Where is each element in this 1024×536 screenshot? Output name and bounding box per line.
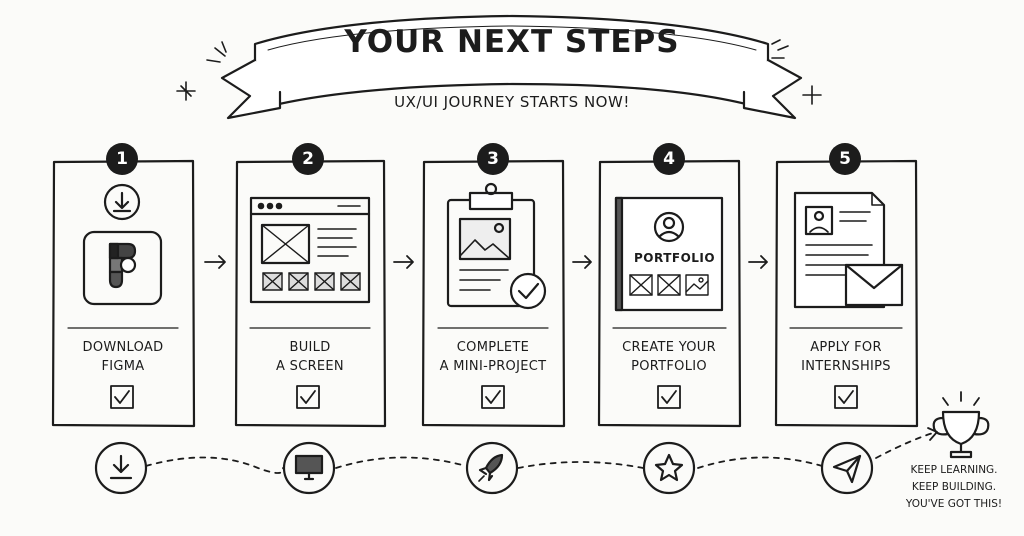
download-icon [103,183,141,221]
step-5-label-line1: APPLY FOR [810,340,882,355]
checkbox-icons [110,385,858,409]
resume-envelope-icon [793,191,904,309]
clipboard-check-icon [446,182,547,310]
bottom-rocket-icon [465,441,519,495]
closing-line-2: KEEP BUILDING. [911,481,997,493]
step-4-card [597,159,742,428]
step-4-badge: 4 [663,149,675,169]
portfolio-book-label: PORTFOLIO [634,251,716,265]
step-2-card [234,159,387,428]
step-3-label-line1: COMPLETE [456,340,530,355]
step-2-label: BUILD A SCREEN [240,338,380,376]
title-banner [220,14,803,120]
step-5-label-line2: INTERNSHIPS [801,359,891,374]
step-4-label-line2: PORTFOLIO [631,359,707,374]
bottom-star-icon [642,441,696,495]
step-2-label-line2: A SCREEN [276,359,344,374]
closing-message: KEEP LEARNING. KEEP BUILDING. YOU'VE GOT… [886,462,1022,513]
step-3-badge: 3 [487,149,499,169]
bottom-download-icon [94,441,148,495]
step-3-label: COMPLETE A MINI-PROJECT [423,338,563,376]
step-5-label: APPLY FOR INTERNSHIPS [776,338,916,376]
step-2-badge: 2 [302,149,314,169]
sparkle-icon [176,39,822,105]
step-3-label-line2: A MINI-PROJECT [439,359,547,374]
closing-line-1: KEEP LEARNING. [910,464,998,476]
step-1-card [51,159,196,428]
arrow-icon [204,255,768,269]
wireframe-screen-icon [249,196,371,304]
banner-title: YOUR NEXT STEPS [344,24,680,60]
trophy-icon [932,391,990,459]
step-4-label: CREATE YOUR PORTFOLIO [599,338,739,376]
step-5-badge: 5 [839,149,851,169]
step-1-badge: 1 [116,149,128,169]
step-5-card [774,159,919,428]
portfolio-book-icon [614,196,724,312]
figma-logo-icon [82,230,163,306]
bottom-monitor-icon [282,441,336,495]
banner-subtitle: UX/UI JOURNEY STARTS NOW! [394,93,630,111]
step-4-label-line1: CREATE YOUR [622,340,716,355]
number-badges [106,143,861,175]
step-1-label-line1: DOWNLOAD [82,340,164,355]
bottom-paper-plane-icon [820,441,874,495]
step-2-label-line1: BUILD [289,340,331,355]
step-3-card [421,159,566,428]
journey-path [145,431,937,474]
step-1-label-line2: FIGMA [101,359,145,374]
step-1-label: DOWNLOAD FIGMA [53,338,193,376]
closing-line-3: YOU'VE GOT THIS! [905,498,1003,510]
